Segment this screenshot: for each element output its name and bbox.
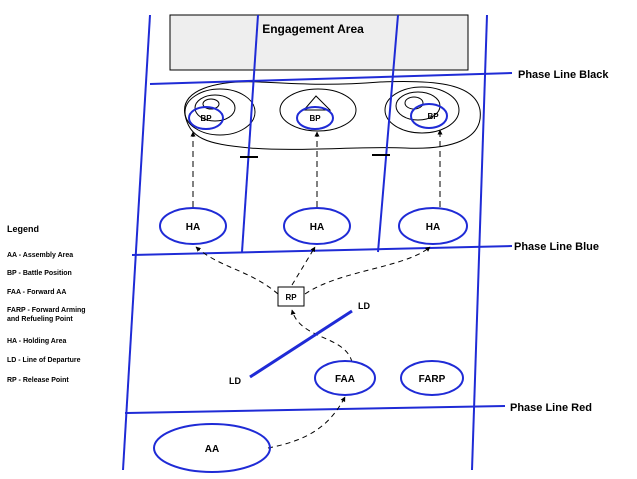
legend-item: and Refueling Point <box>7 316 73 323</box>
phase-line-black-label: Phase Line Black <box>518 69 609 81</box>
faa-label: FAA <box>335 374 355 385</box>
holding-area-1-label: HA <box>186 222 200 233</box>
phase-line-red-label: Phase Line Red <box>510 402 592 414</box>
ld-lower-label: LD <box>229 376 241 386</box>
terrain-contour-left <box>184 88 256 136</box>
assembly-area <box>153 423 271 473</box>
battle-position-2-label: BP <box>309 114 321 123</box>
battle-position-1 <box>188 106 224 130</box>
route-rp-ha2 <box>291 246 316 286</box>
terrain-contour-left-core <box>202 98 220 110</box>
release-point-label: RP <box>285 293 297 302</box>
battle-position-3 <box>410 103 448 129</box>
route-rp-ha3 <box>304 246 431 295</box>
engagement-area-box <box>169 14 469 71</box>
phase-line-blue <box>131 245 513 256</box>
route-faa-rp <box>290 309 353 363</box>
terrain-contour-right-core <box>404 96 424 110</box>
legend-item: FARP - Forward Arming <box>7 307 86 314</box>
legend-item: FAA - Forward AA <box>7 289 66 296</box>
legend-item: AA - Assembly Area <box>7 252 73 259</box>
engagement-area-label: Engagement Area <box>262 22 364 36</box>
legend-item: BP - Battle Position <box>7 270 72 277</box>
phase-line-blue-label: Phase Line Blue <box>514 241 599 253</box>
boundary-right <box>471 14 488 471</box>
forward-assembly-area <box>314 360 376 396</box>
route-rp-ha1 <box>195 246 279 295</box>
sector-line-2 <box>377 14 399 253</box>
holding-area-1 <box>159 207 227 245</box>
release-point-box <box>277 286 305 307</box>
legend: Legend AA - Assembly Area BP - Battle Po… <box>7 224 86 384</box>
phase-line-red <box>124 405 506 414</box>
holding-area-3 <box>398 207 468 245</box>
legend-item: LD - Line of Departure <box>7 357 81 364</box>
boundary-left <box>122 14 151 471</box>
holding-area-2 <box>283 207 351 245</box>
line-of-departure <box>249 309 353 379</box>
terrain-contour-right <box>384 86 460 134</box>
farp-label: FARP <box>419 374 446 385</box>
phase-line-black <box>149 72 513 85</box>
terrain-contour-outer <box>184 80 481 150</box>
battle-position-3-label: BP <box>427 112 439 121</box>
terrain-contour-mid-inner <box>302 95 332 111</box>
terrain-contour-mid <box>279 88 357 132</box>
route-aa-faa <box>267 396 346 449</box>
holding-area-2-label: HA <box>310 222 324 233</box>
legend-title: Legend <box>7 224 39 234</box>
sector-line-1 <box>241 14 259 253</box>
ld-upper-label: LD <box>358 301 370 311</box>
holding-area-3-label: HA <box>426 222 440 233</box>
terrain-contour-left-inner <box>194 94 236 122</box>
battle-position-2 <box>296 106 334 130</box>
assembly-area-label: AA <box>205 444 219 455</box>
legend-item: HA - Holding Area <box>7 338 66 345</box>
farp <box>400 360 464 396</box>
legend-item: RP - Release Point <box>7 377 69 384</box>
battle-position-1-label: BP <box>200 114 212 123</box>
